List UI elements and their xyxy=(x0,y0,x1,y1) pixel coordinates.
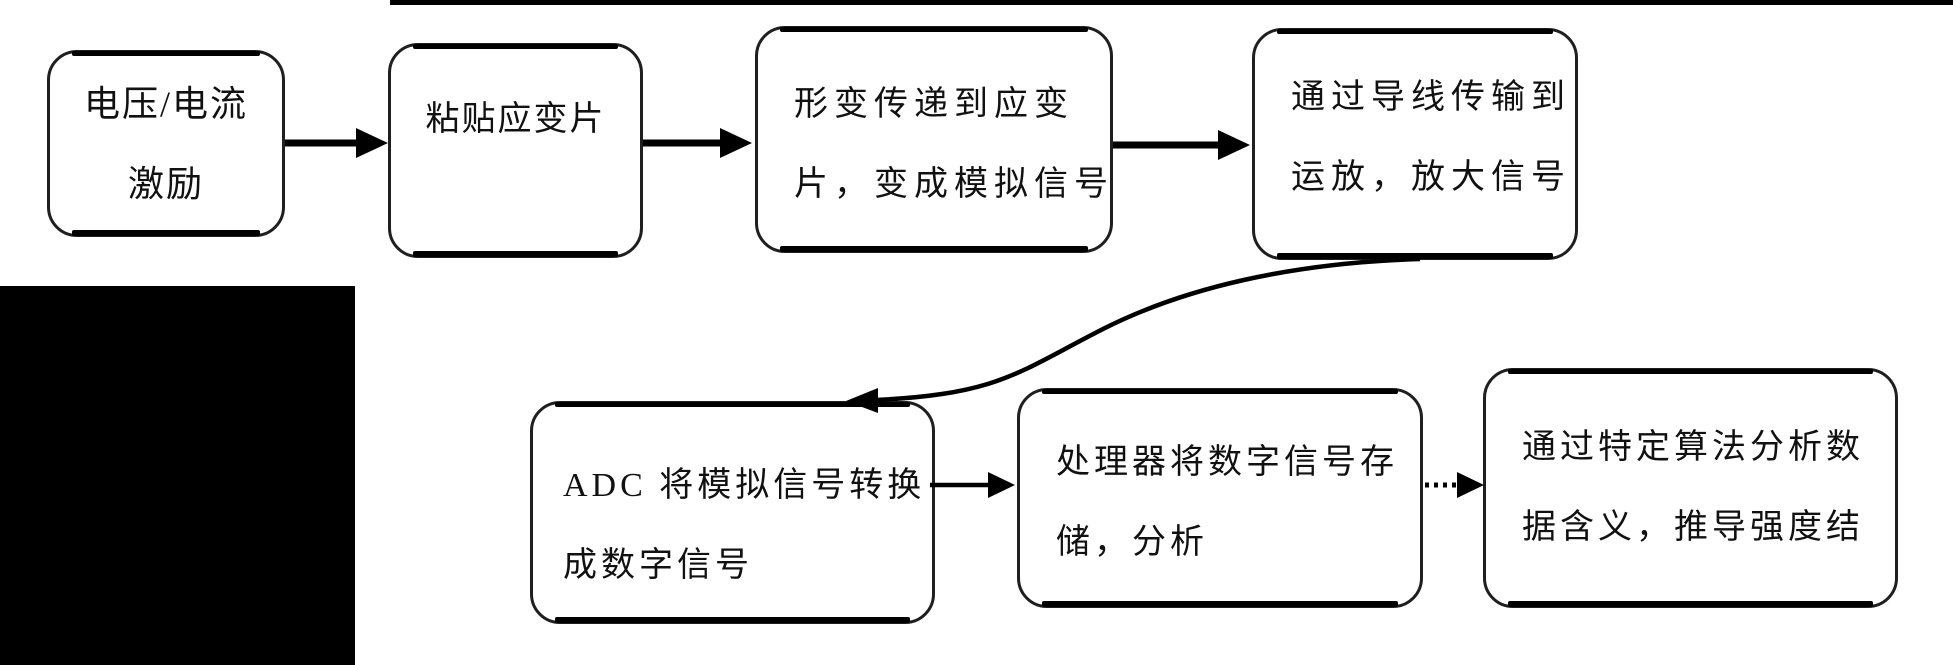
node-text: 储，分析 xyxy=(1056,524,1208,561)
arrow-excitation-to-gauge xyxy=(285,128,388,158)
node-text: 通过特定算法分析数 xyxy=(1522,429,1864,466)
arrow-deform-to-opamp xyxy=(1113,130,1250,160)
node-text: 通过导线传输到 xyxy=(1291,79,1571,116)
node-text: 据含义，推导强度结 xyxy=(1522,509,1864,546)
node-deform-analog: 形变传递到应变 片，变成模拟信号 xyxy=(755,26,1113,253)
node-text: 片，变成模拟信号 xyxy=(794,165,1114,203)
node-adc-convert: ADC 将模拟信号转换 成数字信号 xyxy=(530,401,935,624)
arrow-gauge-to-deform xyxy=(643,128,752,158)
node-algorithm: 通过特定算法分析数 据含义，推导强度结 xyxy=(1483,368,1898,608)
node-text: 电压/电流 xyxy=(83,83,248,124)
node-text: 处理器将数字信号存 xyxy=(1056,444,1398,481)
node-processor: 处理器将数字信号存 储，分析 xyxy=(1017,388,1423,608)
top-horizontal-rule xyxy=(390,0,1953,5)
node-excitation: 电压/电流 激励 xyxy=(47,50,285,237)
node-text: 形变传递到应变 xyxy=(794,85,1074,123)
node-text: 成数字信号 xyxy=(563,546,753,584)
arrow-processor-to-algorithm-dotted xyxy=(1425,472,1484,498)
arrow-adc-to-processor xyxy=(930,472,1015,498)
redaction-block xyxy=(0,286,355,665)
node-wire-opamp: 通过导线传输到 运放，放大信号 xyxy=(1252,28,1578,260)
node-attach-gauge: 粘贴应变片 xyxy=(388,43,643,258)
node-text: 粘贴应变片 xyxy=(425,100,606,138)
node-text: ADC 将模拟信号转换 xyxy=(563,466,926,504)
node-text: 激励 xyxy=(127,163,204,204)
node-text: 运放，放大信号 xyxy=(1291,159,1571,196)
